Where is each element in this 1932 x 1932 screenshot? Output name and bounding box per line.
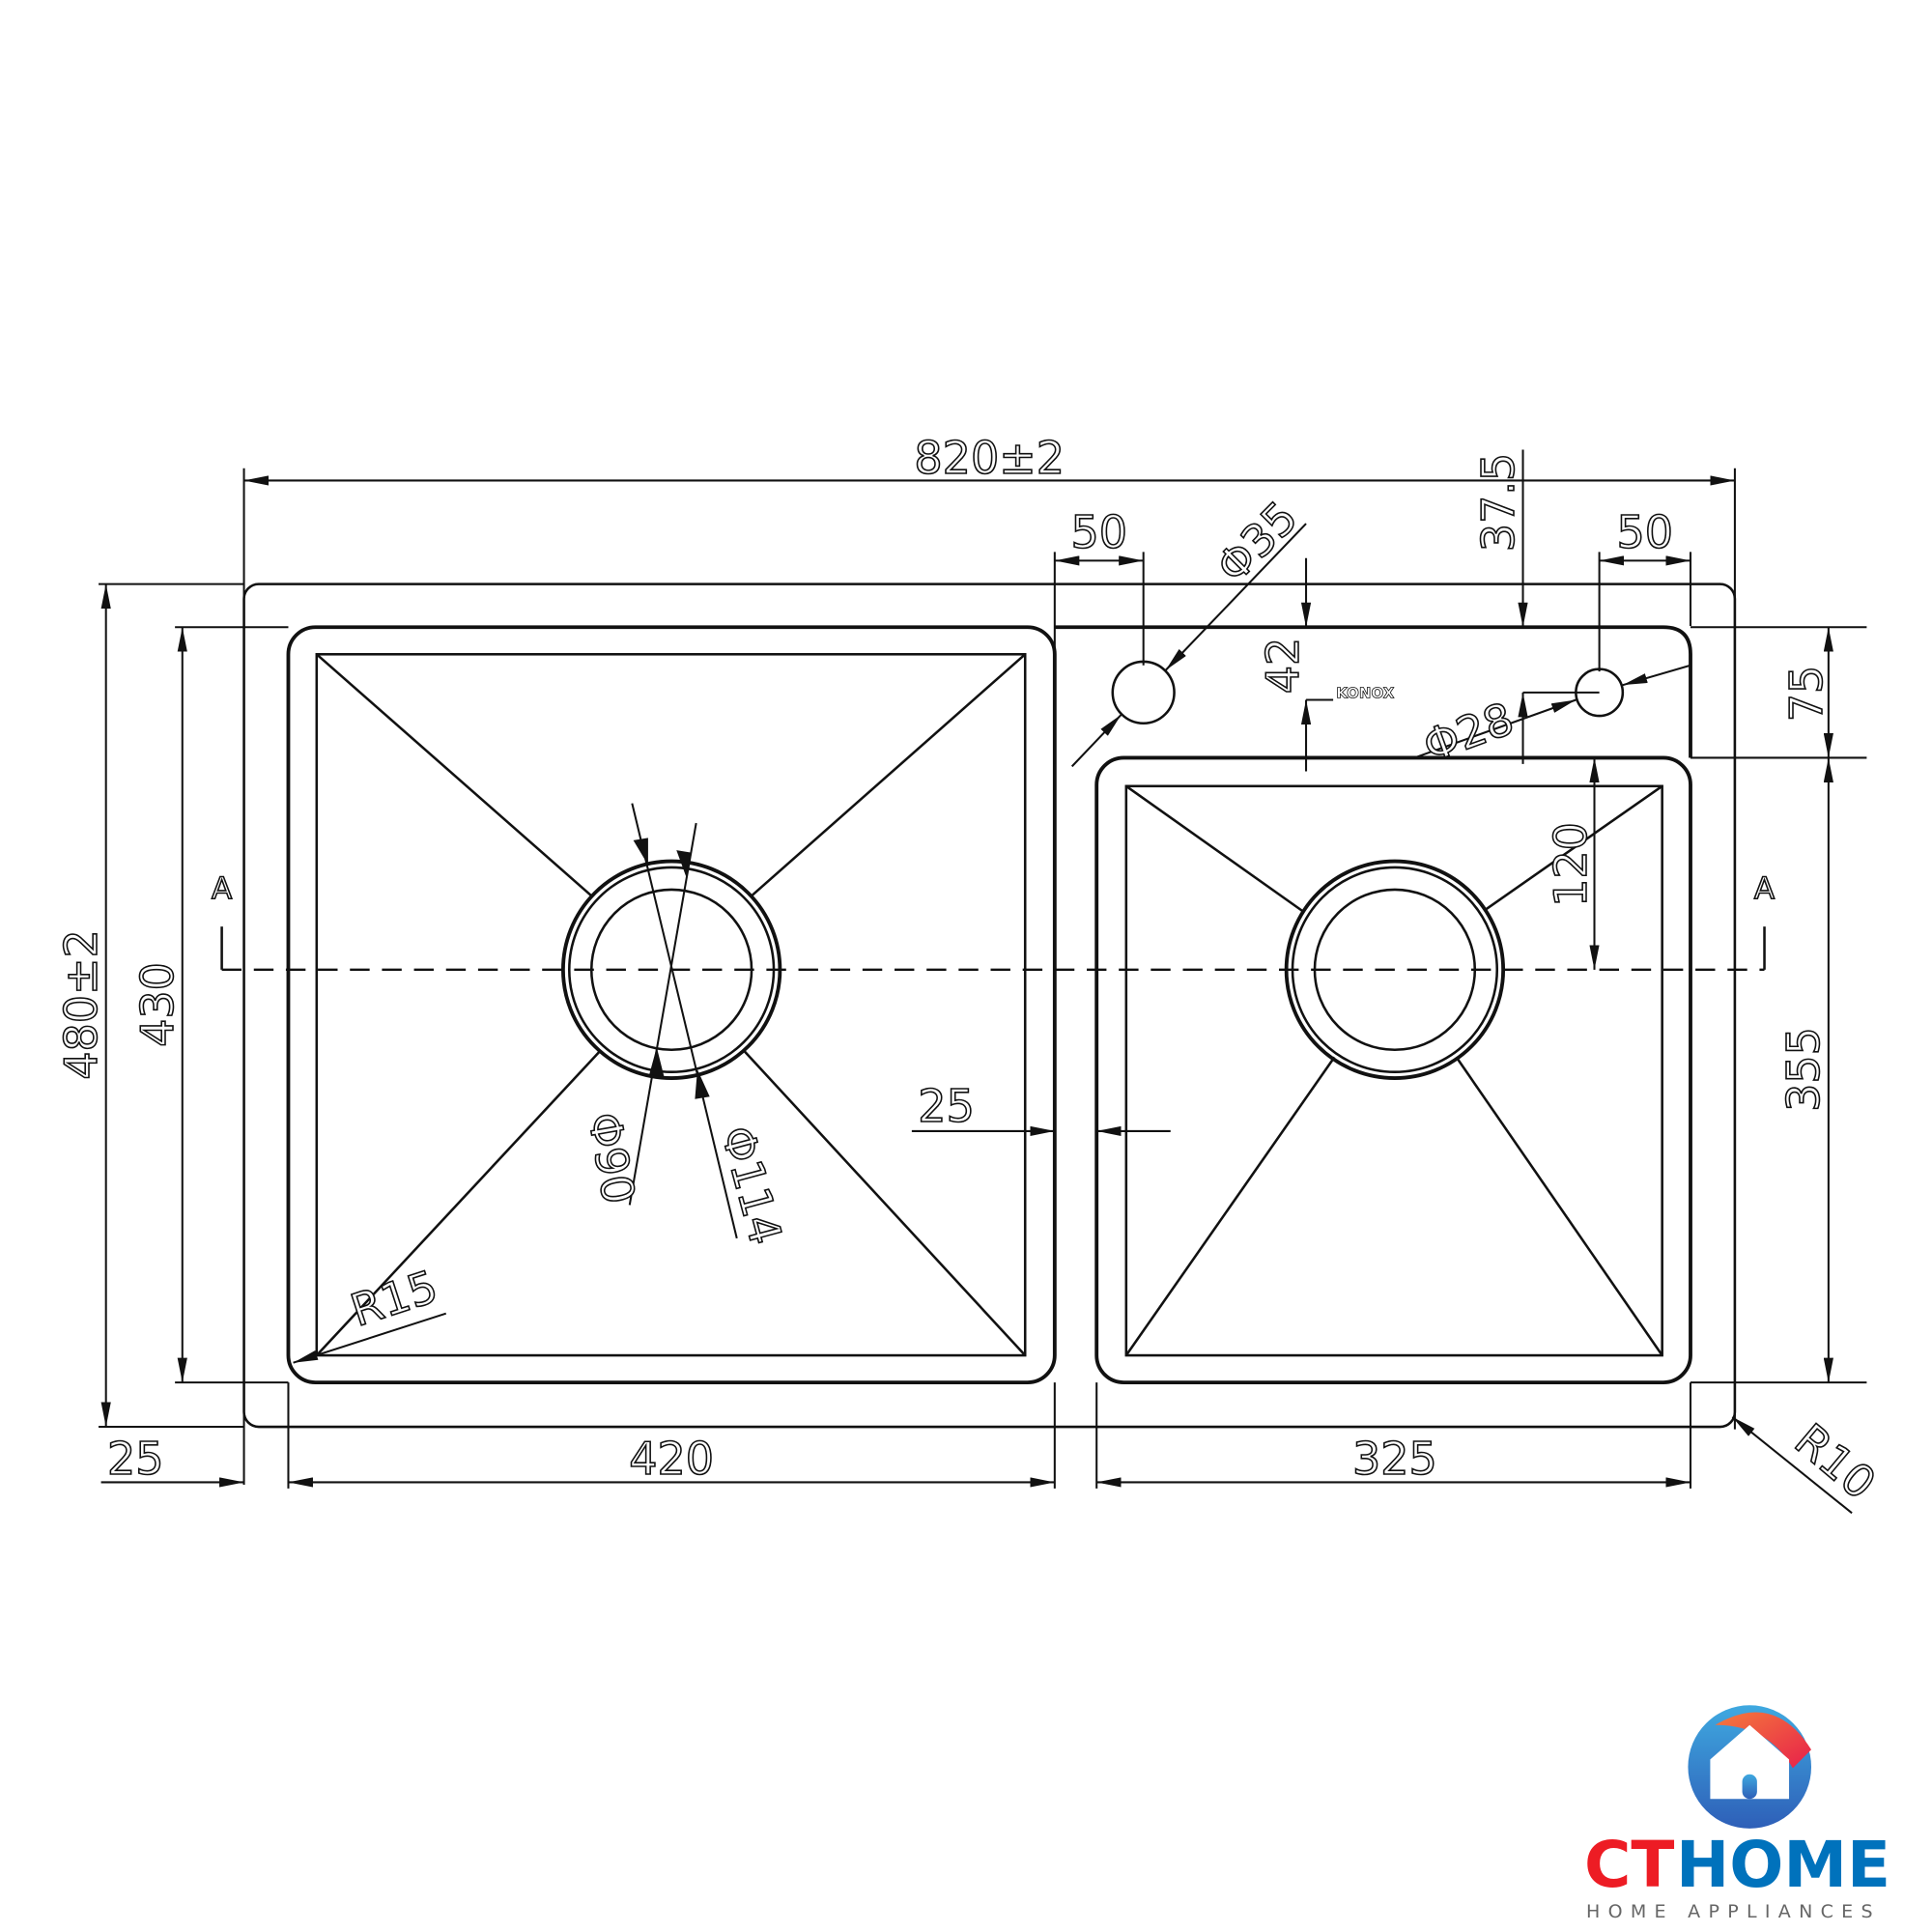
- logo-brand-ct: CT: [1584, 1828, 1675, 1902]
- label-bowl-depth: 430: [130, 961, 185, 1047]
- dim-drain-diameter-lines: [628, 803, 738, 1239]
- tap-hole-large: [1111, 660, 1176, 724]
- dim-bowl-depth-lines: [175, 626, 289, 1384]
- dim-deck-and-right-depth-lines: [1690, 626, 1867, 1384]
- label-overall-depth: 480±2: [54, 928, 108, 1080]
- label-tap-offset-left: 50: [1070, 506, 1128, 559]
- right-bowl: [1054, 625, 1692, 1385]
- label-divider-width: 25: [918, 1080, 976, 1133]
- label-drain-inner-dia: Φ90: [577, 1108, 645, 1208]
- section-mark-right: A: [1753, 871, 1776, 907]
- label-right-bowl-width: 325: [1351, 1433, 1437, 1486]
- sink-outer-outline: [242, 582, 1737, 1429]
- dim-right-bowl-width-lines: [1095, 1382, 1692, 1489]
- dim-inner-radius-leader: [293, 1312, 447, 1364]
- dim-tap-hole-small-lines: [1413, 664, 1691, 759]
- logo-brand-home: HOME: [1676, 1828, 1891, 1902]
- label-tap-offset-right: 50: [1616, 506, 1674, 559]
- label-logo-offset: 42: [1256, 637, 1310, 695]
- label-overall-width: 820±2: [914, 432, 1065, 485]
- dim-outer-radius-leader: [1731, 1416, 1853, 1515]
- dim-edge-offset-lines: [100, 1382, 290, 1489]
- cthome-logo-mark: [1688, 1705, 1811, 1829]
- label-edge-offset: 25: [106, 1433, 164, 1486]
- section-mark-left: A: [211, 871, 233, 907]
- dim-overall-width-lines: [242, 468, 1736, 1485]
- dim-logo-offset-lines: [1300, 557, 1334, 772]
- dim-hole-to-edge-lines: [1518, 449, 1600, 764]
- dim-left-bowl-width-lines: [288, 1382, 1056, 1489]
- house-icon: [1710, 1724, 1790, 1800]
- label-left-bowl-width: 420: [628, 1433, 715, 1486]
- dim-overall-depth-lines: [99, 582, 244, 1429]
- logo-tagline: HOME APPLIANCES: [1586, 1901, 1881, 1922]
- label-deck-depth: 75: [1779, 665, 1833, 723]
- label-hole-to-edge: 37.5: [1471, 452, 1525, 553]
- label-right-bowl-depth: 355: [1777, 1026, 1832, 1113]
- section-line: [220, 926, 1766, 971]
- dim-tap-offset-left-lines: [1053, 552, 1145, 764]
- engraved-logo: KONOX: [1336, 684, 1395, 702]
- label-drain-offset: 120: [1544, 822, 1598, 908]
- left-bowl: [286, 625, 1057, 1385]
- dim-tap-hole-large-lines: [1070, 523, 1307, 768]
- dim-tap-offset-right-lines: [1598, 552, 1692, 672]
